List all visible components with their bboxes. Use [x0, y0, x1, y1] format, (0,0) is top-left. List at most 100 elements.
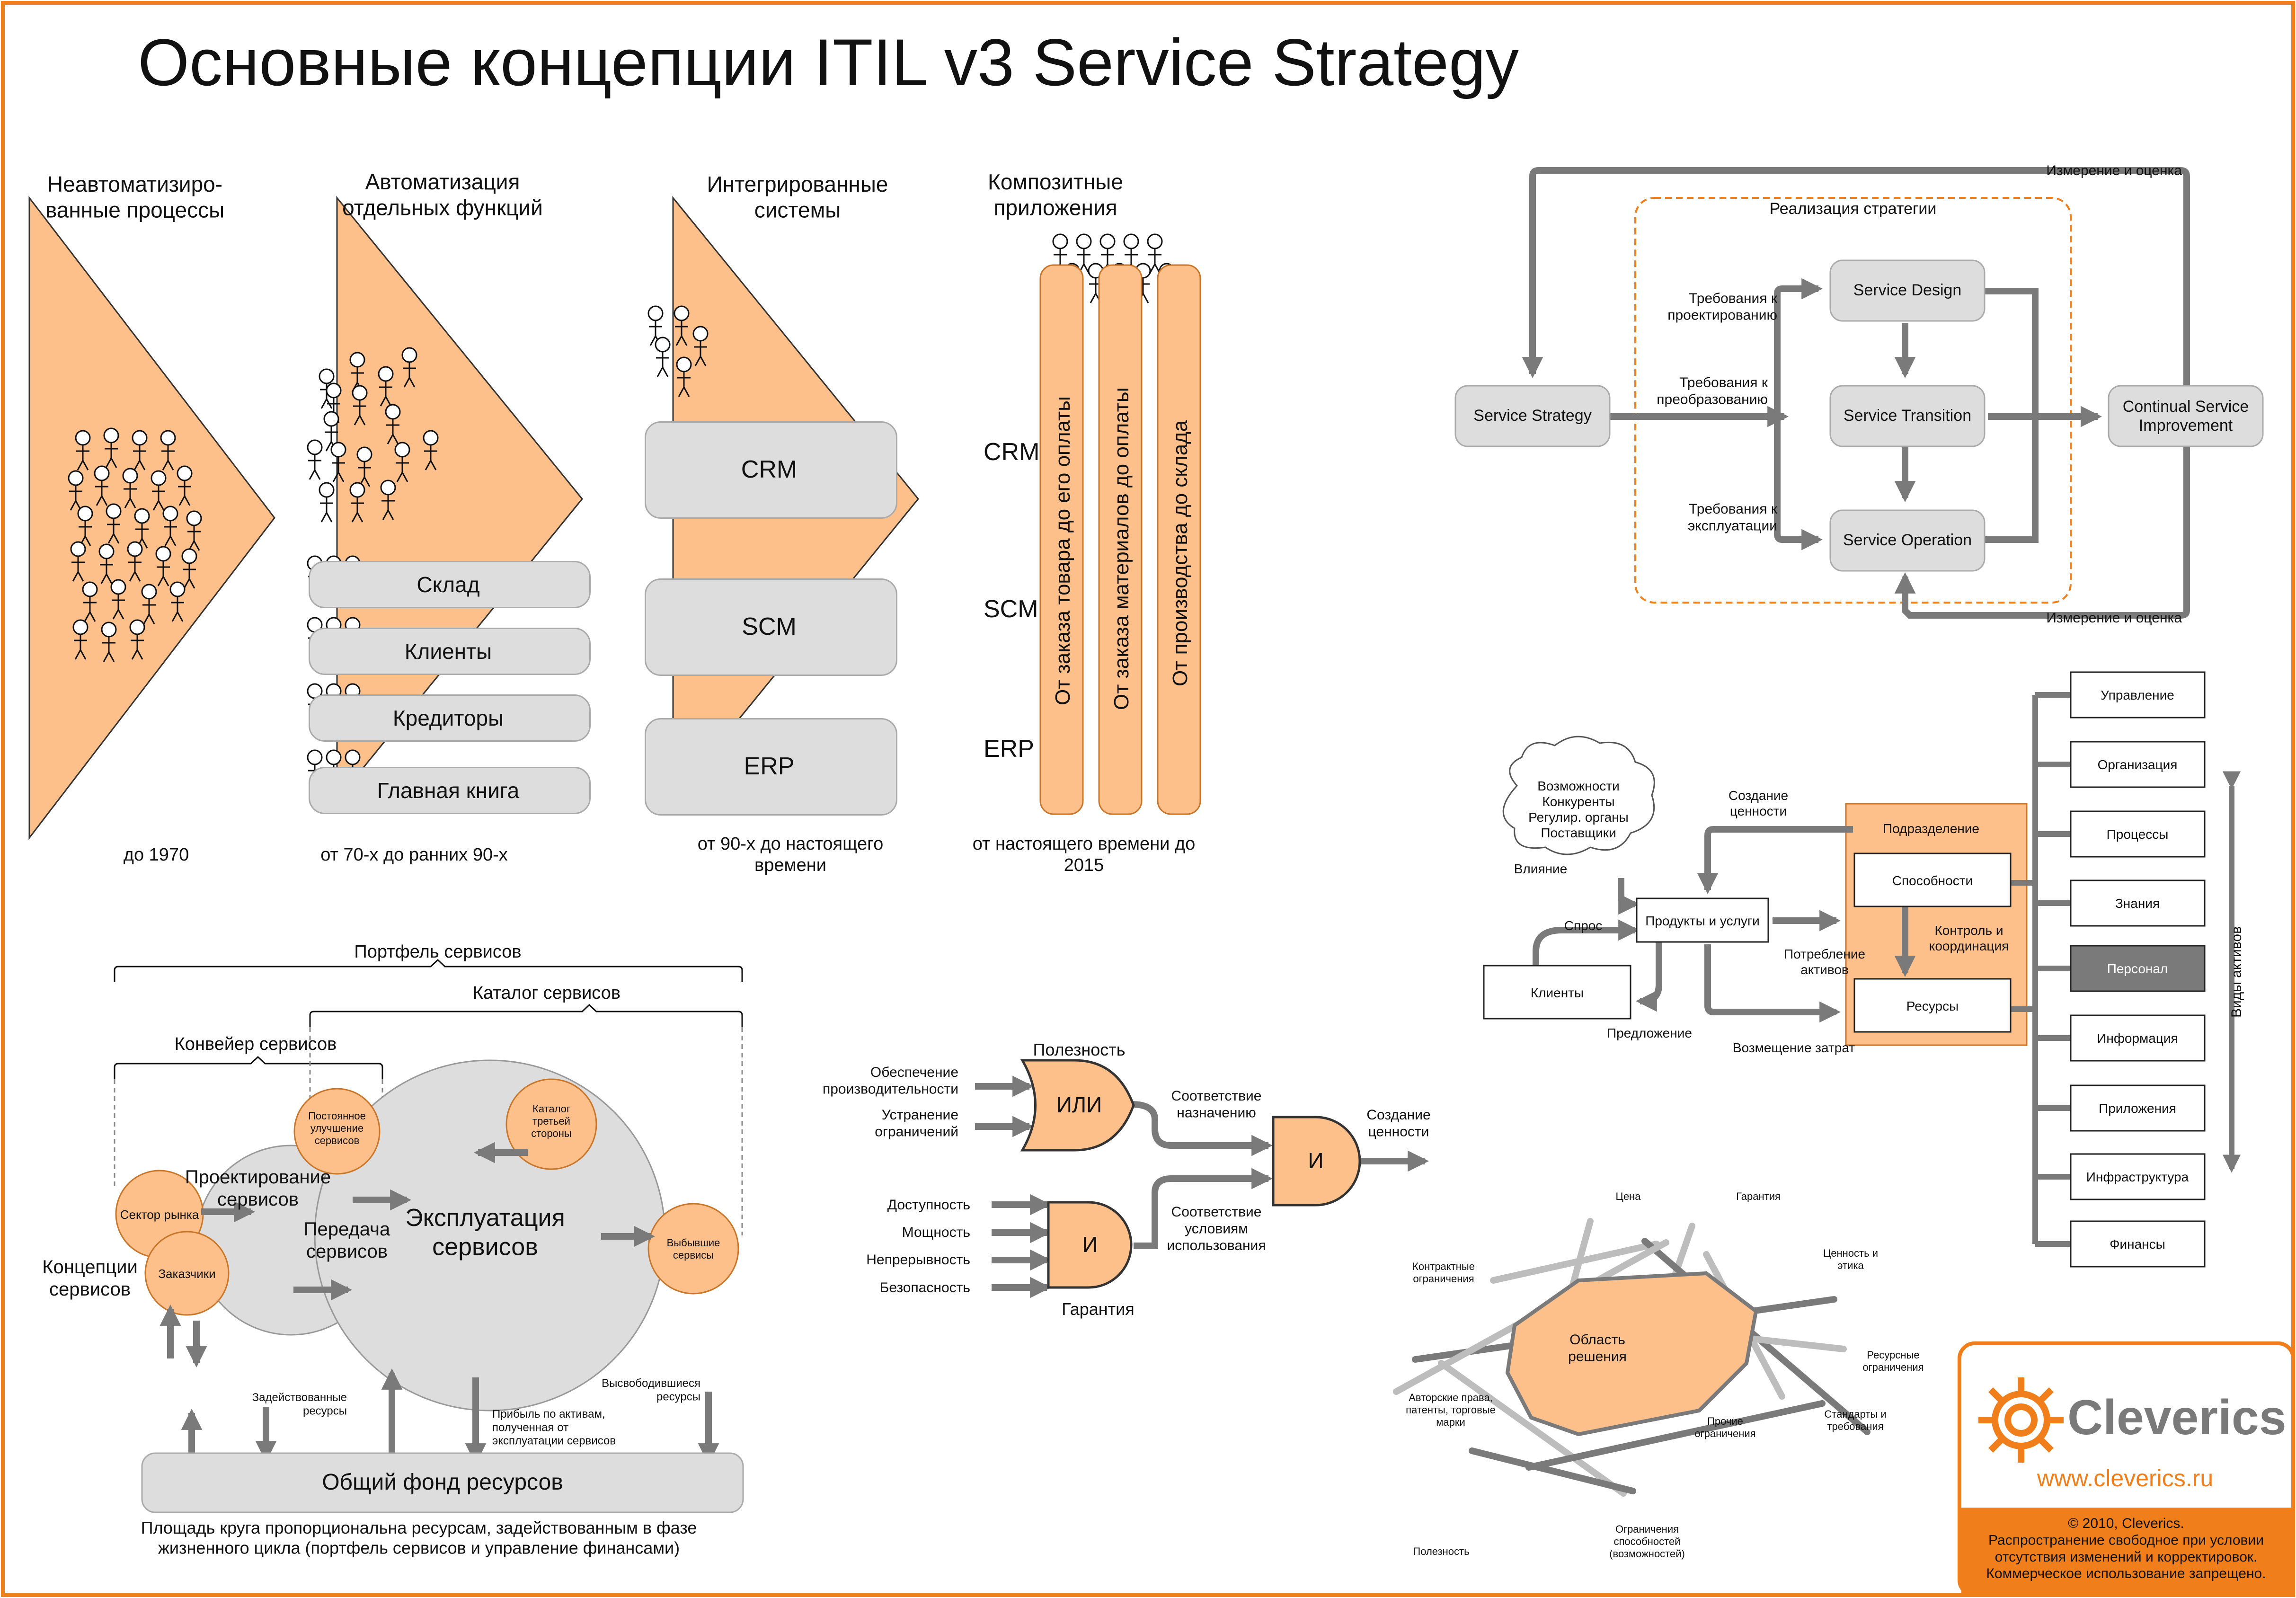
asset-box-1: [2070, 671, 2206, 719]
brand-url: www.cleverics.ru: [2037, 1465, 2213, 1491]
service-transition-box: [1829, 385, 1986, 447]
composite-process-2: От заказа материалов до оплаты: [1110, 387, 1133, 710]
stage1-title: Неавтоматизиро-ванные процессы: [45, 172, 224, 222]
portfolio-section: Портфель сервисов Каталог сервисов Конве…: [42, 942, 744, 1557]
asset-axis-label: Виды активов: [2229, 926, 2244, 1018]
system-label-crm: CRM: [741, 456, 798, 483]
portfolio-arrows: [160, 1142, 719, 1465]
input-security: Безопасность: [880, 1280, 970, 1296]
asset-label-6: Информация: [2097, 1031, 2178, 1046]
utility-label: Полезность: [1033, 1040, 1126, 1059]
resources-box: [1853, 978, 2012, 1033]
service-operation-box: [1829, 509, 1986, 572]
asset-box-2: [2070, 741, 2206, 788]
asset-label-7: Приложения: [2099, 1101, 2176, 1116]
page-title: Основные концепции ITIL v3 Service Strat…: [138, 25, 1519, 99]
function-label-warehouse: Склад: [417, 572, 480, 597]
stage1-triangle: [28, 195, 275, 840]
asset-box-8: [2070, 1153, 2206, 1200]
portfolio-bracket-label: Портфель сервисов: [354, 942, 521, 962]
clients-label: Клиенты: [1531, 985, 1584, 1000]
and-gate-1-label: И: [1082, 1232, 1098, 1257]
demand-label: Спрос: [1564, 918, 1603, 933]
service-transition-label: Service Transition: [1844, 407, 1971, 425]
asset-list: Управление Организация Процессы Знания П…: [2070, 671, 2206, 1268]
composite-column-3: [1157, 264, 1201, 815]
clients-box: [1483, 965, 1631, 1020]
system-label-scm: SCM: [742, 613, 797, 640]
composite-label-scm: SCM: [984, 595, 1038, 623]
asset-label-4: Знания: [2115, 896, 2160, 911]
asset-label-5: Персонал: [2107, 961, 2168, 976]
service-strategy-label: Service Strategy: [1473, 407, 1591, 425]
or-gate: [1020, 1059, 1135, 1152]
business-unit-lines: [1533, 826, 1916, 1023]
improvement-circle: [293, 1088, 381, 1175]
asset-box-9: [2070, 1220, 2206, 1268]
function-pill-clients: [309, 628, 591, 675]
brand-block: Cleverics www.cleverics.ru © 2010, Cleve…: [1958, 1341, 2295, 1597]
pipeline-bracket-label: Конвейер сервисов: [175, 1034, 337, 1054]
brand-notice-band: [1961, 1508, 2291, 1593]
warranty-label: Гарантия: [1062, 1299, 1135, 1319]
products-label: Продукты и услуги: [1645, 914, 1760, 928]
and-gate-1: [1047, 1201, 1133, 1289]
function-pill-warehouse: [309, 561, 591, 608]
cleverics-logo-icon: [1978, 1377, 2064, 1463]
portfolio-caption: Площадь круга пропорциональна ресурсам, …: [141, 1518, 697, 1557]
function-label-creditors: Кредиторы: [392, 706, 504, 730]
label-utility: Полезность: [1413, 1545, 1469, 1557]
measure-top-label: Измерение и оценка: [2046, 163, 2182, 178]
function-pill-ledger: [309, 767, 591, 814]
asset-box-7: [2070, 1084, 2206, 1132]
asset-label-9: Финансы: [2110, 1237, 2165, 1252]
resources-label: Ресурсы: [1906, 999, 1959, 1013]
and-gate-2-label: И: [1308, 1148, 1323, 1173]
service-strategy-box: [1454, 385, 1611, 447]
business-unit-label: Подразделение: [1883, 821, 1979, 836]
cost-recovery-label: Возмещение затрат: [1733, 1040, 1855, 1055]
asset-box-5: [2070, 945, 2206, 992]
third-party-circle: [505, 1078, 597, 1170]
products-box: [1636, 897, 1769, 943]
composite-label-erp: ERP: [984, 735, 1034, 763]
supply-label: Предложение: [1607, 1026, 1692, 1040]
influence-label: Влияние: [1514, 861, 1568, 876]
brand-notice: © 2010, Cleverics.Распространение свобод…: [1986, 1516, 2266, 1581]
system-label-erp: ERP: [744, 753, 795, 780]
service-design-label: Service Design: [1853, 281, 1962, 299]
measure-bottom-label: Измерение и оценка: [2046, 610, 2182, 626]
asset-label-2: Организация: [2098, 757, 2178, 772]
asset-label-1: Управление: [2101, 688, 2174, 702]
composite-process-1: От заказа товара до его оплаты: [1051, 396, 1074, 705]
